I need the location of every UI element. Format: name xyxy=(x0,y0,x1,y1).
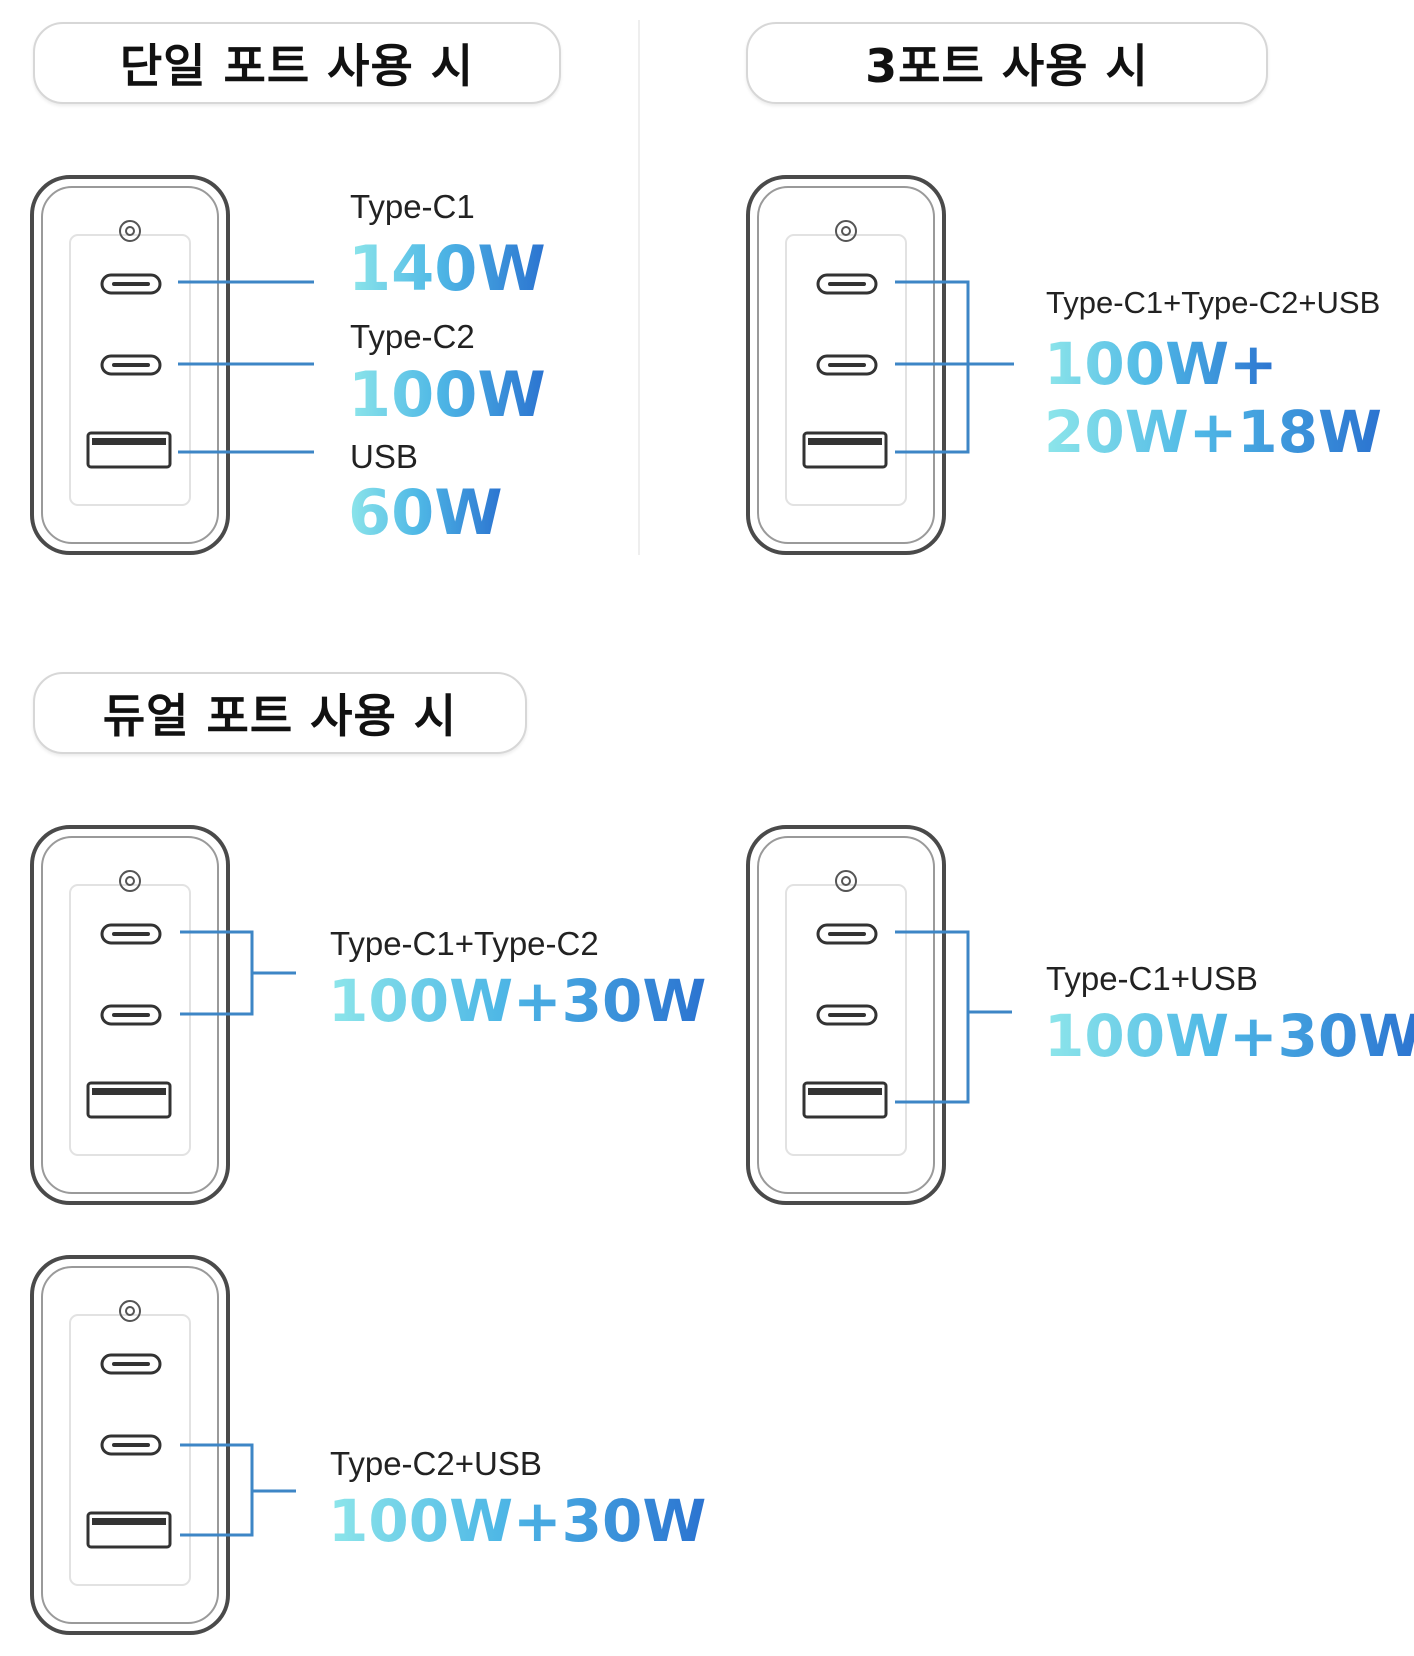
bracket-dual-c1-usb xyxy=(895,930,970,1104)
three-port-power-line1: 100W+ xyxy=(1044,330,1278,398)
single-port-label-usb: USB xyxy=(350,438,418,475)
single-port-label-c2: Type-C2 xyxy=(350,318,475,355)
dual-c1-c2-power: 100W+30W xyxy=(328,967,707,1035)
dual-c1-usb-label: Type-C1+USB xyxy=(1046,960,1258,997)
vertical-divider xyxy=(638,20,640,555)
single-port-power-c1: 140W xyxy=(348,232,546,305)
single-port-power-usb: 60W xyxy=(348,476,503,549)
three-port-power-line2: 20W+18W xyxy=(1044,398,1382,466)
dual-c1-usb-power: 100W+30W xyxy=(1044,1002,1414,1070)
bracket-dual-c1-c2 xyxy=(180,930,254,1016)
dual-c2-usb-power: 100W+30W xyxy=(328,1487,707,1555)
dual-c1-c2-label: Type-C1+Type-C2 xyxy=(330,925,599,962)
bracket-dual-c2-usb xyxy=(180,1443,254,1537)
section-title-dual-port: 듀얼 포트 사용 시 xyxy=(33,672,527,754)
dual-c2-usb-label: Type-C2+USB xyxy=(330,1445,542,1482)
bracket-three-port xyxy=(895,280,970,454)
single-port-power-c2: 100W xyxy=(348,358,546,431)
section-title-three-port: 3포트 사용 시 xyxy=(746,22,1268,104)
section-title-single-port: 단일 포트 사용 시 xyxy=(33,22,561,104)
single-port-label-c1: Type-C1 xyxy=(350,188,475,225)
three-port-label: Type-C1+Type-C2+USB xyxy=(1046,285,1381,320)
